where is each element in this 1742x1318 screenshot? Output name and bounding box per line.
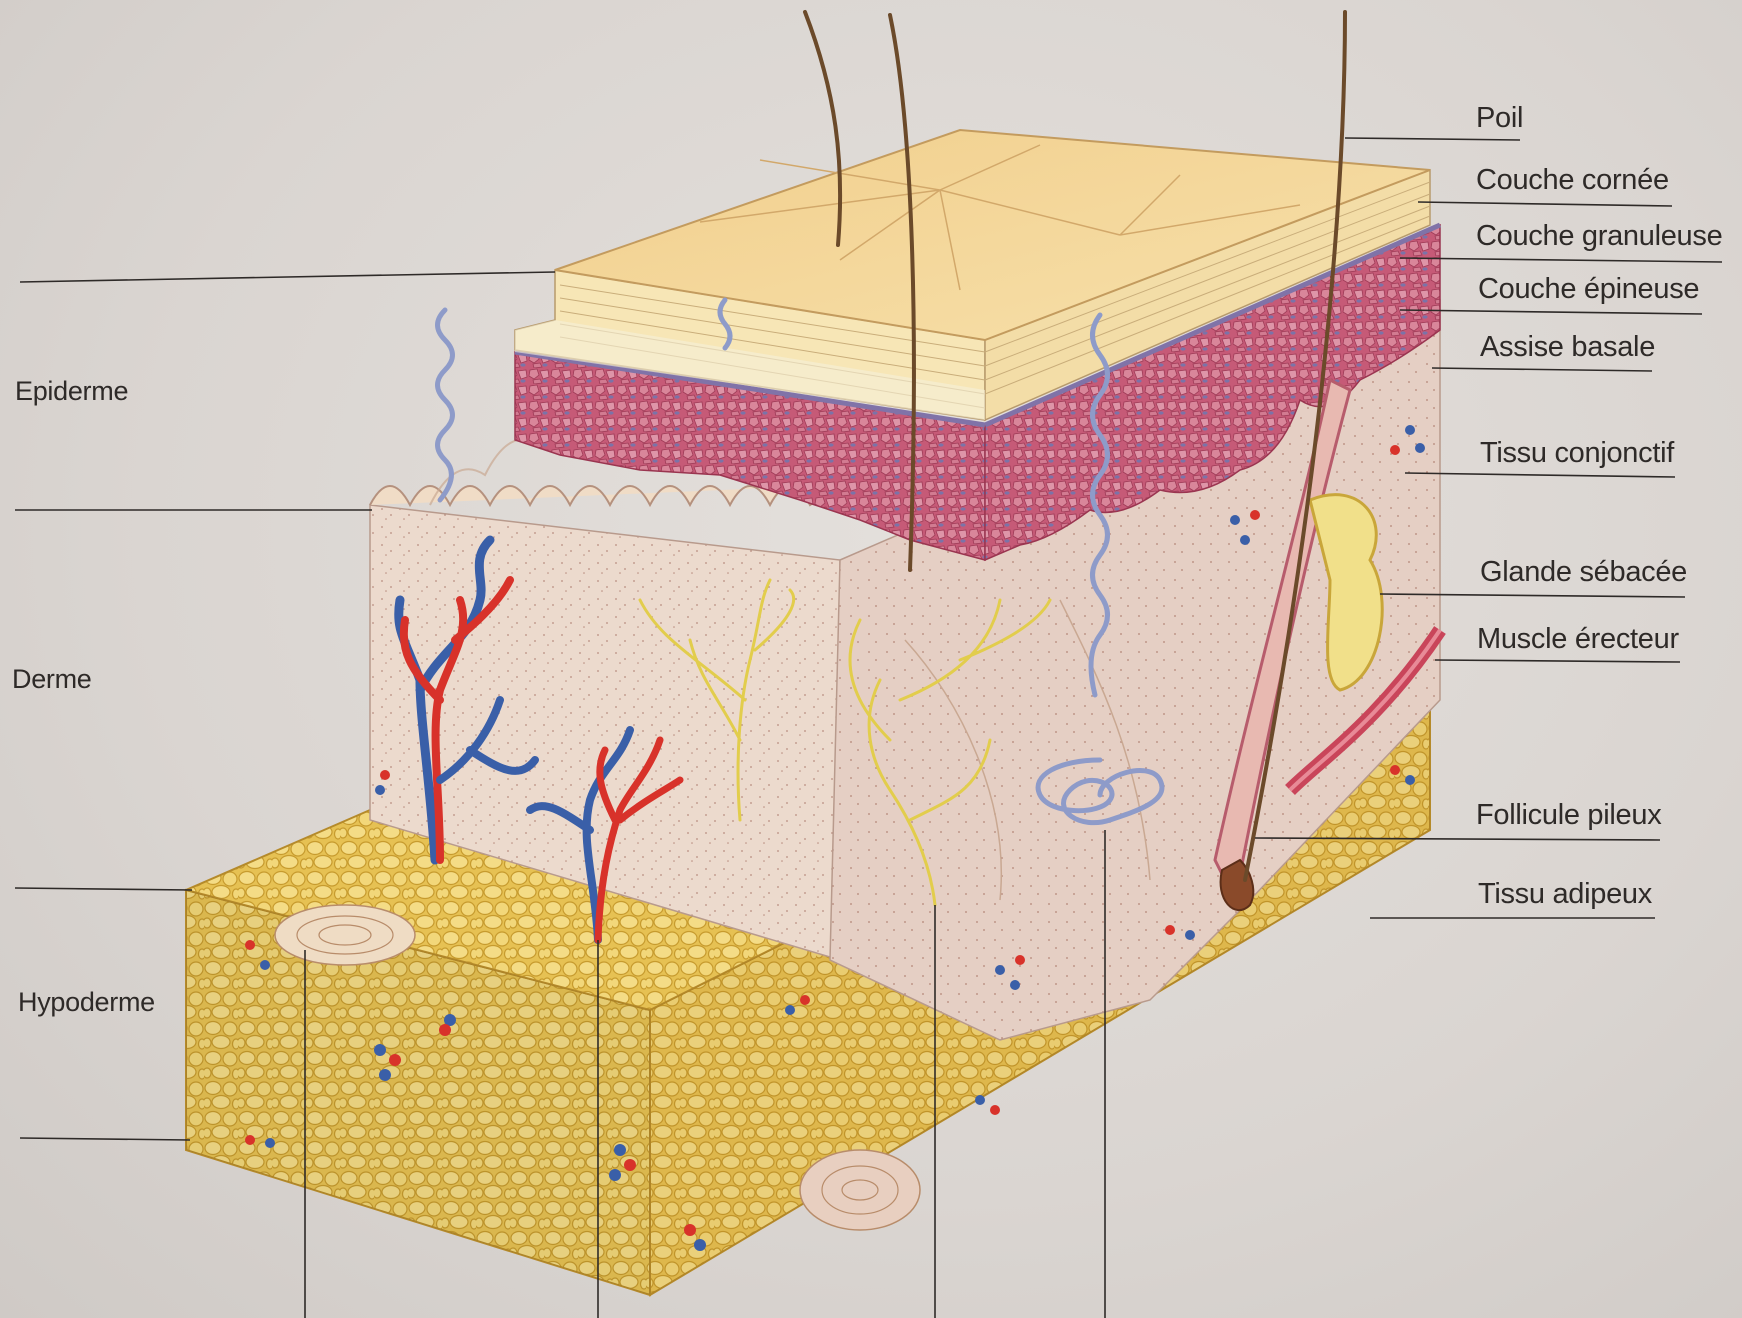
label-tissu-adipeux: Tissu adipeux: [1478, 878, 1652, 911]
label-hypoderme: Hypoderme: [18, 987, 155, 1018]
label-couche-epineuse: Couche épineuse: [1478, 273, 1699, 306]
pacinian-corpuscle-2: [800, 1150, 920, 1230]
label-tissu-conjonctif: Tissu conjonctif: [1480, 437, 1674, 470]
label-derme: Derme: [12, 664, 92, 695]
label-epiderme: Epiderme: [15, 376, 128, 407]
label-poil: Poil: [1476, 102, 1523, 135]
pacinian-corpuscle: [275, 905, 415, 965]
label-couche-cornee: Couche cornée: [1476, 164, 1669, 197]
label-assise-basale: Assise basale: [1480, 331, 1655, 364]
label-couche-granuleuse: Couche granuleuse: [1476, 220, 1722, 253]
label-muscle-erecteur: Muscle érecteur: [1477, 623, 1679, 656]
label-glande-sebacee: Glande sébacée: [1480, 556, 1687, 589]
label-follicule-pileux: Follicule pileux: [1476, 799, 1661, 832]
sweat-duct-1: [438, 310, 453, 500]
